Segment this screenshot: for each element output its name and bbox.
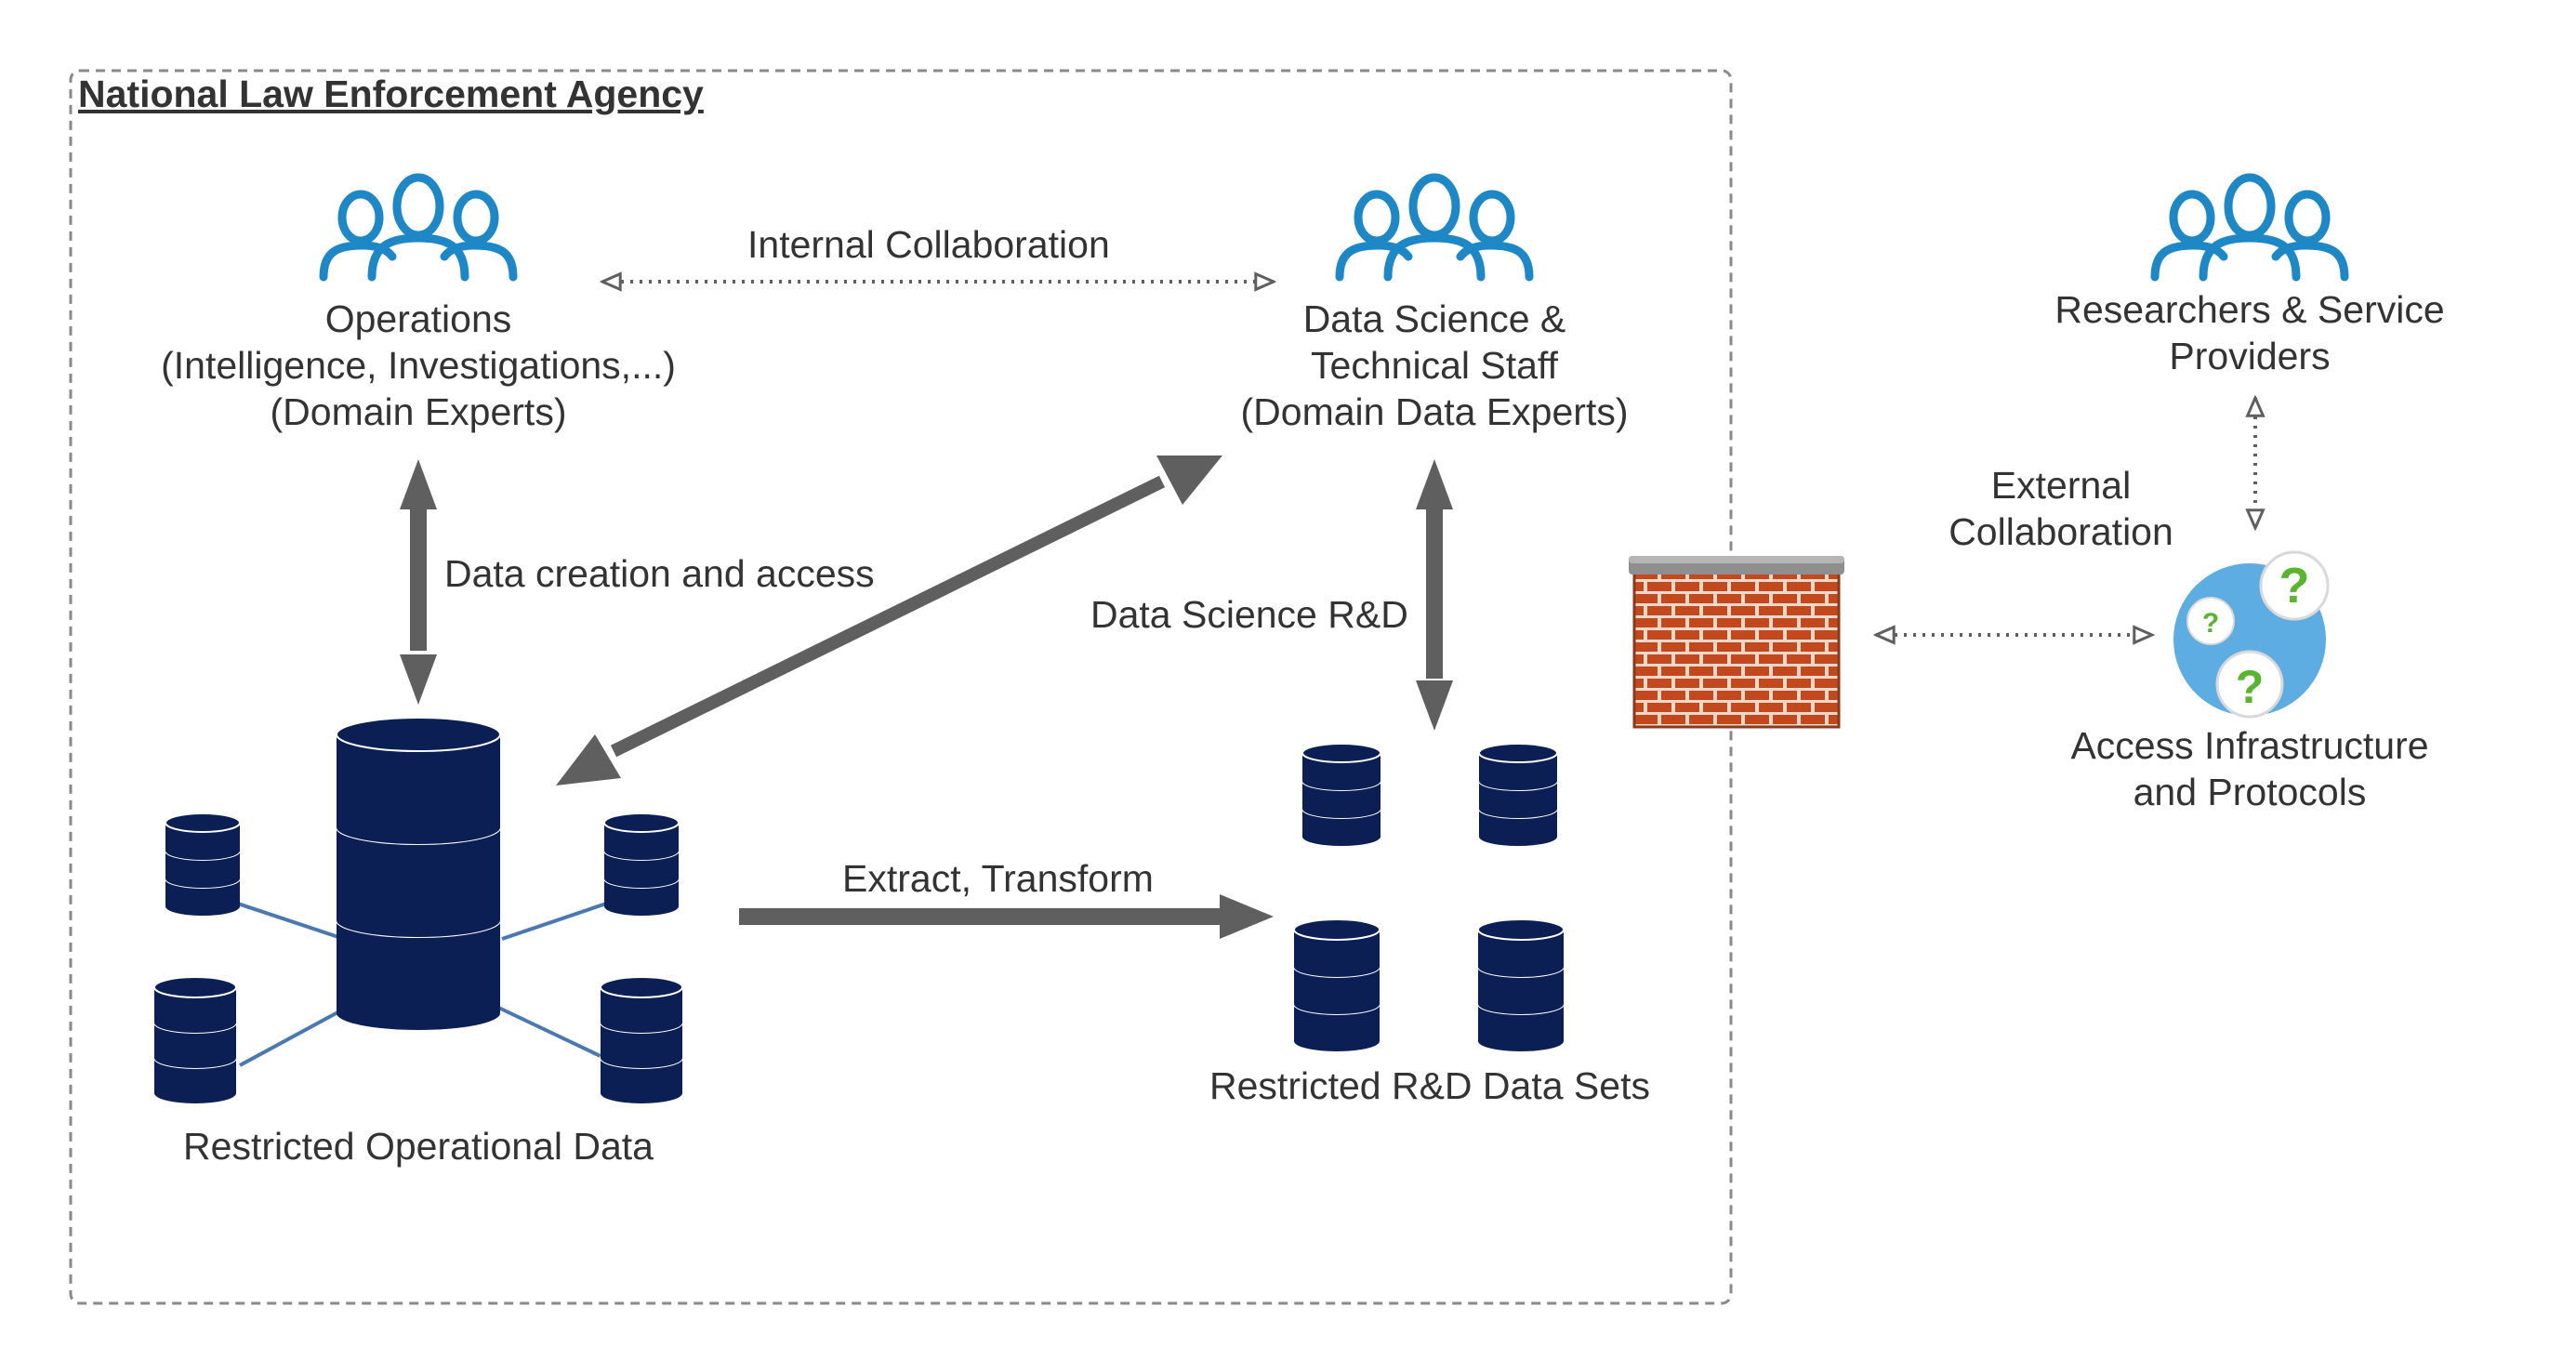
researchers-label: Researchers & Service Providers xyxy=(2054,286,2444,379)
rd-db-icon xyxy=(1477,918,1565,1051)
operational-db-icon xyxy=(603,812,680,916)
data-science-label: Data Science & Technical Staff (Domain D… xyxy=(1241,296,1629,435)
operations-people-icon xyxy=(324,178,513,277)
rd-db-icon xyxy=(1478,743,1558,846)
firewall-icon xyxy=(1629,556,1844,729)
data-creation-arrow xyxy=(400,459,437,705)
extract-transform-arrow xyxy=(739,894,1274,939)
operational-data-label: Restricted Operational Data xyxy=(183,1125,654,1168)
extract-transform-label: Extract, Transform xyxy=(842,857,1154,900)
question-mark-large: ? xyxy=(2279,558,2310,614)
diagonal-access-arrow xyxy=(556,456,1222,786)
data-science-line-3: (Domain Data Experts) xyxy=(1240,390,1629,433)
question-bubbles-icon: ? ? ? xyxy=(2173,550,2330,719)
rd-data-label: Restricted R&D Data Sets xyxy=(1209,1064,1650,1107)
external-collaboration-line-1: External xyxy=(1990,464,2132,507)
researchers-people-icon xyxy=(2155,178,2345,277)
data-science-line-2: Technical Staff xyxy=(1311,344,1558,387)
operational-main-db-icon xyxy=(336,717,501,1030)
external-collaboration-label: External Collaboration xyxy=(1949,462,2173,555)
data-science-rd-arrow xyxy=(1416,459,1453,731)
question-mark-medium: ? xyxy=(2236,661,2265,713)
internal-collaboration-label: Internal Collaboration xyxy=(747,223,1110,266)
researchers-line-2: Providers xyxy=(2169,335,2331,377)
researchers-line-1: Researchers & Service xyxy=(2054,288,2445,331)
operations-line-2: (Intelligence, Investigations,...) xyxy=(161,344,676,387)
question-mark-small: ? xyxy=(2202,608,2219,639)
data-science-rd-label: Data Science R&D xyxy=(1090,593,1408,636)
operations-line-1: Operations xyxy=(324,297,512,340)
operational-db-icon xyxy=(600,976,683,1103)
external-collaboration-line-2: Collaboration xyxy=(1949,510,2173,553)
access-line-2: and Protocols xyxy=(2133,771,2367,813)
access-label: Access Infrastructure and Protocols xyxy=(2070,722,2428,815)
rd-db-icon xyxy=(1301,743,1381,846)
operations-label: Operations (Intelligence, Investigations… xyxy=(161,296,676,435)
operational-db-icon xyxy=(153,976,237,1103)
data-science-line-1: Data Science & xyxy=(1302,297,1566,340)
data-science-people-icon xyxy=(1340,178,1529,277)
access-line-1: Access Infrastructure xyxy=(2070,724,2429,767)
agency-title: National Law Enforcement Agency xyxy=(78,73,704,115)
rd-db-icon xyxy=(1293,918,1380,1051)
operational-db-icon xyxy=(165,812,241,916)
operational-db-connectors xyxy=(231,900,613,1067)
operations-line-3: (Domain Experts) xyxy=(270,390,567,433)
data-creation-label: Data creation and access xyxy=(444,552,875,595)
